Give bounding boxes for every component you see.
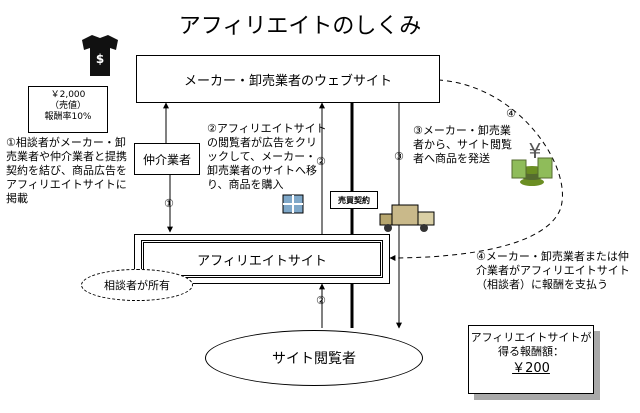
site-viewer-node: サイト閲覧者 — [205, 330, 423, 386]
contract-label: 売買契約 — [330, 191, 378, 209]
marker-4: ④ — [506, 107, 516, 120]
result-label: アフィリエイトサイトが得る報酬額： — [470, 331, 592, 358]
step-4-note: ④メーカー・卸売業者または仲介業者がアフィリエイトサイト（相談者）に報酬を支払う — [476, 250, 630, 291]
affiliate-site-label: アフィリエイトサイト — [141, 240, 383, 278]
svg-text:¥: ¥ — [529, 139, 542, 163]
step-1-note: ①相談者がメーカー・卸売業者や仲介業者と提携契約を結び、商品広告をアフィリエイト… — [6, 136, 127, 205]
price-box: ￥2,000 （売値） 報酬率10% — [28, 86, 108, 133]
yen-money-icon: ¥ — [511, 139, 553, 186]
step-2-note: ②アフィリエイトサイトの閲覧者が広告をクリックして、メーカー・卸売業者のサイトへ… — [207, 122, 327, 191]
broker-node: 仲介業者 — [134, 143, 200, 175]
price-amount: ￥2,000 — [50, 90, 86, 100]
gift-box-icon — [282, 194, 304, 214]
owner-label: 相談者が所有 — [81, 269, 193, 301]
tshirt-icon: $ — [82, 35, 118, 76]
marker-2-lower: ② — [316, 294, 326, 307]
result-box: アフィリエイトサイトが得る報酬額： ￥200 — [468, 325, 594, 394]
step-3-note: ③メーカー・卸売業者から、サイト閲覧者へ商品を発送 — [413, 124, 512, 165]
marker-2-upper: ② — [316, 155, 326, 168]
diagram-title: アフィリエイトのしくみ — [178, 14, 422, 39]
price-label: （売値） — [49, 101, 86, 111]
marker-1: ① — [164, 197, 174, 210]
result-amount: ￥200 — [512, 361, 550, 376]
svg-text:$: $ — [96, 52, 104, 66]
arrow-4-payment — [389, 79, 563, 261]
commission-rate: 報酬率10% — [44, 112, 92, 122]
marker-3: ③ — [394, 150, 404, 163]
maker-website-node: メーカー・卸売業者のウェブサイト — [136, 55, 440, 103]
truck-icon — [379, 204, 435, 232]
